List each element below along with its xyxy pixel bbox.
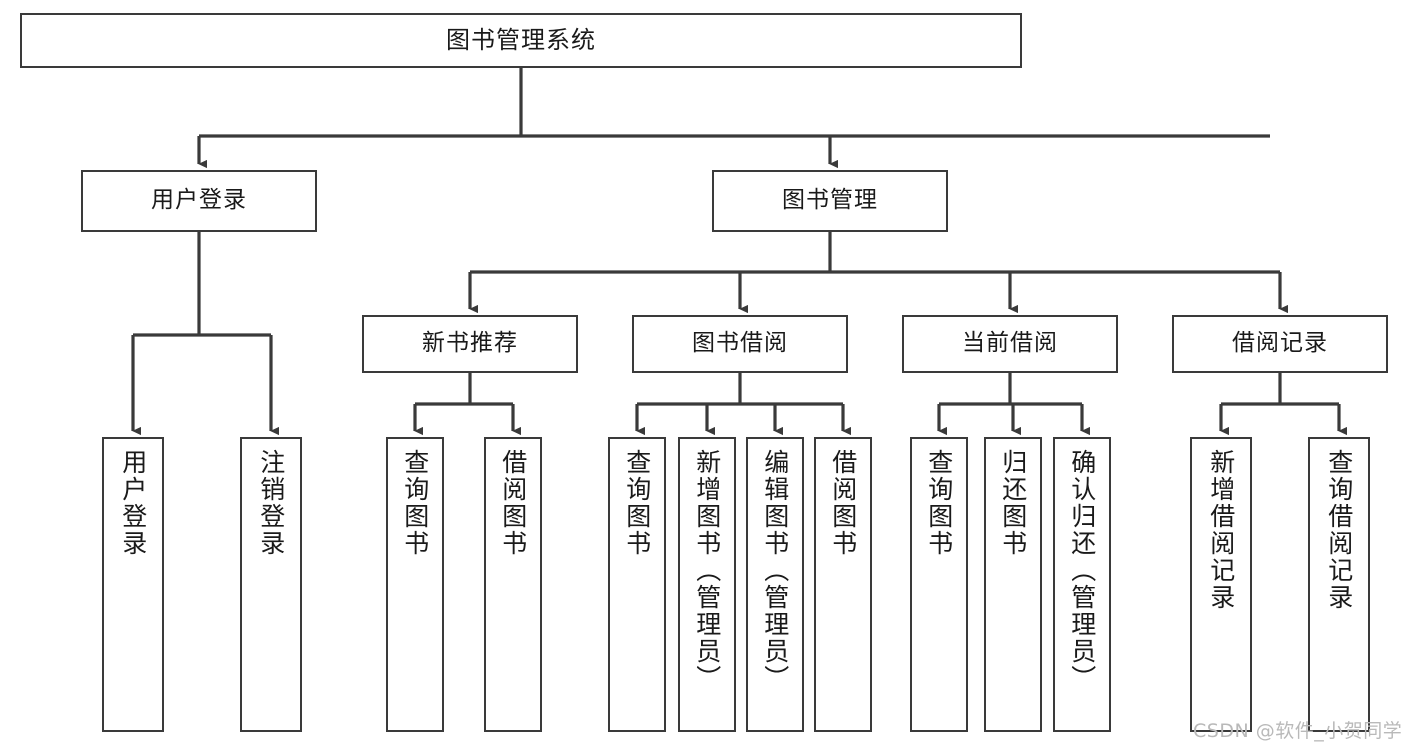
- node-leaf-user-login[interactable]: 用户登录: [102, 437, 164, 732]
- node-leaf-return-book[interactable]: 归还图书: [984, 437, 1042, 732]
- node-leaf-borrow-book[interactable]: 借阅图书: [814, 437, 872, 732]
- node-leaf-add-book-admin-label: 新增图书（管理员）: [692, 449, 722, 692]
- node-leaf-query-borrow-record[interactable]: 查询借阅记录: [1308, 437, 1370, 732]
- node-leaf-user-login-label: 用户登录: [118, 449, 148, 557]
- node-current-borrow-label: 当前借阅: [962, 330, 1058, 357]
- node-leaf-query-book-rec-label: 查询图书: [400, 449, 430, 557]
- node-book-borrow-label: 图书借阅: [692, 330, 788, 357]
- node-book-borrow[interactable]: 图书借阅: [632, 315, 848, 373]
- node-user-login[interactable]: 用户登录: [81, 170, 317, 232]
- node-borrow-record-label: 借阅记录: [1232, 330, 1328, 357]
- node-leaf-add-book-admin[interactable]: 新增图书（管理员）: [678, 437, 736, 732]
- node-user-login-label: 用户登录: [151, 187, 247, 214]
- node-root-label: 图书管理系统: [446, 26, 596, 55]
- node-leaf-borrow-book-rec-label: 借阅图书: [498, 449, 528, 557]
- node-borrow-record[interactable]: 借阅记录: [1172, 315, 1388, 373]
- watermark: CSDN @软件_小贺同学: [1193, 720, 1403, 742]
- node-leaf-query-borrow-record-label: 查询借阅记录: [1324, 449, 1354, 611]
- node-leaf-query-book-cur-label: 查询图书: [924, 449, 954, 557]
- node-leaf-edit-book-admin-label: 编辑图书（管理员）: [760, 449, 790, 692]
- node-leaf-confirm-return-admin[interactable]: 确认归还（管理员）: [1053, 437, 1111, 732]
- node-book-manage[interactable]: 图书管理: [712, 170, 948, 232]
- node-leaf-query-book-cur[interactable]: 查询图书: [910, 437, 968, 732]
- node-leaf-borrow-book-label: 借阅图书: [828, 449, 858, 557]
- node-leaf-edit-book-admin[interactable]: 编辑图书（管理员）: [746, 437, 804, 732]
- node-leaf-query-book-borrow-label: 查询图书: [622, 449, 652, 557]
- node-leaf-logout-label: 注销登录: [256, 449, 286, 557]
- node-leaf-query-book-rec[interactable]: 查询图书: [386, 437, 444, 732]
- node-leaf-borrow-book-rec[interactable]: 借阅图书: [484, 437, 542, 732]
- node-new-book-recommend-label: 新书推荐: [422, 330, 518, 357]
- node-book-manage-label: 图书管理: [782, 187, 878, 214]
- node-new-book-recommend[interactable]: 新书推荐: [362, 315, 578, 373]
- node-leaf-return-book-label: 归还图书: [998, 449, 1028, 557]
- node-leaf-confirm-return-admin-label: 确认归还（管理员）: [1067, 449, 1097, 692]
- node-root[interactable]: 图书管理系统: [20, 13, 1022, 68]
- node-leaf-query-book-borrow[interactable]: 查询图书: [608, 437, 666, 732]
- node-current-borrow[interactable]: 当前借阅: [902, 315, 1118, 373]
- node-leaf-logout[interactable]: 注销登录: [240, 437, 302, 732]
- node-leaf-add-borrow-record-label: 新增借阅记录: [1206, 449, 1236, 611]
- node-leaf-add-borrow-record[interactable]: 新增借阅记录: [1190, 437, 1252, 732]
